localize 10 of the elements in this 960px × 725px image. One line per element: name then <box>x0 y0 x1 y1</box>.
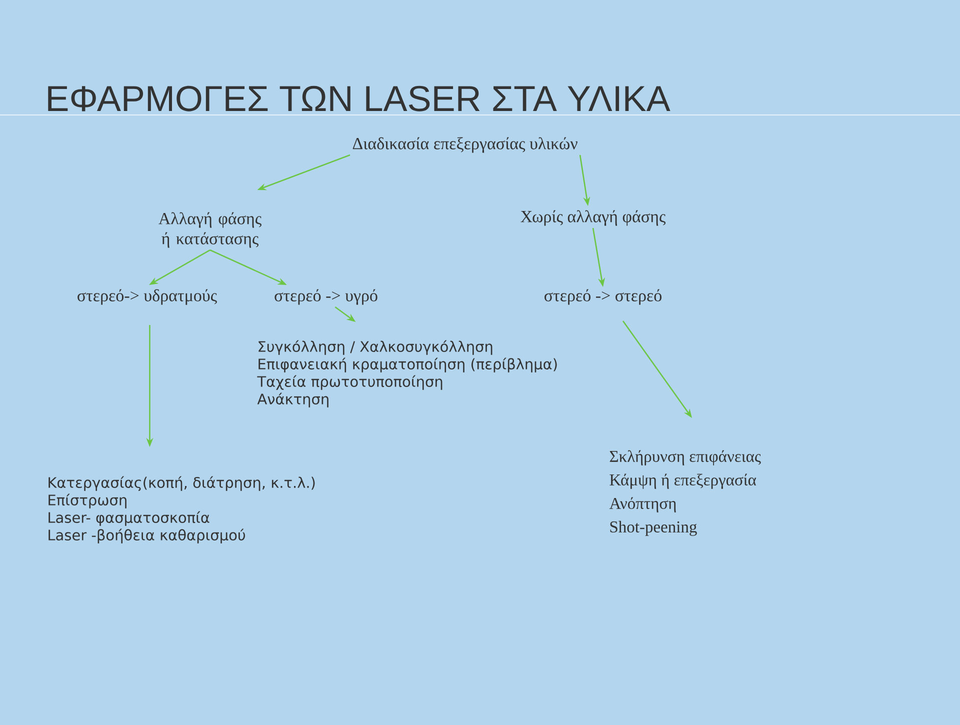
list-text: Συγκόλληση / Χαλκοσυγκόλληση Επιφανειακή κραματοποίηση (περίβλημα) Ταχεία πρωτοτυποποίηση Ανάκτηση <box>257 340 557 408</box>
title: ΕΦΑΡΜΟΓΕΣ ΤΩΝ LASER ΣΤΑ ΥΛΙΚΑ <box>48 86 670 112</box>
list-text: Σκλήρυνση επιφάνειας Κάμψη ή επεξεργασία Ανόπτηση Shot-peening <box>609 450 761 536</box>
node-text: στερεό-> υδρατμούς <box>78 289 217 305</box>
node-text: Χωρίς αλλαγή φάσης <box>520 210 666 226</box>
node-text: στερεό -> υγρό <box>274 289 378 305</box>
node-text: Αλλαγή φάσης ή κατάστασης <box>158 212 262 248</box>
node-text: Διαδικασία επεξεργασίας υλικών <box>352 137 578 153</box>
list-text: Κατεργασίας(κοπή, διάτρηση, κ.τ.λ.) Επίστρωση Laser- φασματοσκοπία Laser -βοήθεια καθαρισμού <box>48 476 315 544</box>
node-text: στερεό -> στερεό <box>544 289 662 305</box>
